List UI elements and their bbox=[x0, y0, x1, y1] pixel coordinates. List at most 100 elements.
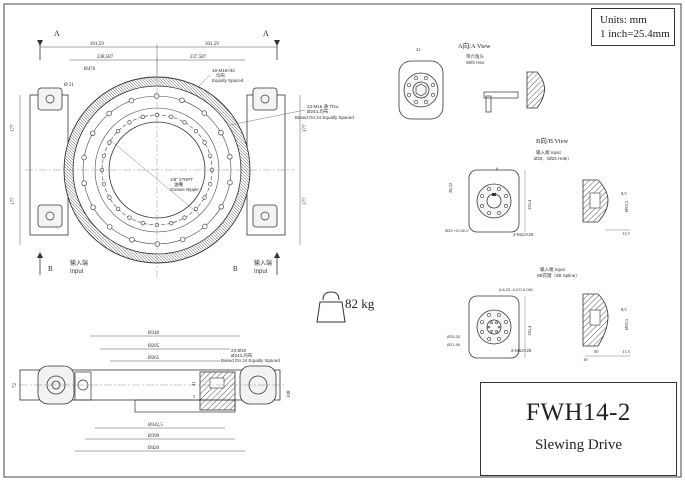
b-view-section-bore bbox=[589, 192, 601, 209]
section-a-left-label: A bbox=[54, 29, 60, 38]
bolt-hole bbox=[106, 110, 112, 117]
title-block: FWH14-2 Slewing Drive bbox=[480, 382, 677, 476]
input-right-cn: 输入端 bbox=[254, 259, 272, 267]
units-box: Units: mm 1 inch=25.4mm bbox=[591, 8, 675, 46]
bolt-hole bbox=[129, 237, 135, 243]
bolt-hole bbox=[128, 97, 135, 104]
a-view-bolt-holes bbox=[407, 76, 435, 104]
bolt-hole bbox=[106, 224, 113, 230]
b2-bolt-holes bbox=[480, 313, 508, 341]
bolt-hole bbox=[490, 321, 493, 325]
mount-hole bbox=[45, 211, 55, 221]
a-view-housing-section bbox=[526, 71, 545, 109]
hole-21-label: Ø 21 bbox=[64, 83, 74, 88]
side-d340: Ø340 bbox=[148, 331, 160, 336]
bolt-hole bbox=[487, 313, 491, 317]
a-view-hex-bore bbox=[412, 81, 430, 99]
model-number: FWH14-2 bbox=[526, 399, 631, 426]
a-view-label: A向/A View bbox=[458, 41, 491, 50]
front-view: A A 301,59 301,59 238,587 237,587 Ø476 Ø… bbox=[11, 29, 354, 280]
a-view-dim-22: 22 bbox=[416, 47, 421, 52]
bolt-hole bbox=[480, 330, 484, 334]
bolt-hole bbox=[414, 76, 418, 80]
side-d3425: Ø342,5 bbox=[148, 423, 163, 428]
mount-hole bbox=[45, 94, 55, 104]
bolt-hole bbox=[202, 195, 207, 200]
bolt-hole bbox=[193, 129, 198, 134]
side-holes-2: Ø243,均布 bbox=[231, 352, 253, 359]
b-view-bolt-holes bbox=[480, 187, 508, 215]
input-left-cn: 输入端 bbox=[70, 259, 88, 267]
b-view-dim-136: 136,4 bbox=[527, 199, 533, 210]
b-view-label: B向/B View bbox=[536, 136, 568, 145]
bolt-hole bbox=[107, 140, 112, 145]
leader-grease bbox=[109, 139, 201, 216]
section-b-left-arrow bbox=[37, 252, 43, 258]
a-view-body bbox=[403, 72, 439, 108]
bolt-holes bbox=[81, 93, 233, 247]
b2-dim-2159: Ø21,59 bbox=[447, 342, 461, 347]
side-d420: Ø420 bbox=[148, 446, 160, 451]
dim-177-c: 177 bbox=[303, 124, 308, 132]
bolt-hole bbox=[490, 329, 493, 333]
spline-icon bbox=[487, 321, 501, 333]
bolt-hole bbox=[89, 130, 96, 137]
bolt-hole bbox=[81, 154, 87, 161]
b2-dim-50: 50 bbox=[594, 349, 599, 354]
bolt-hole bbox=[431, 83, 435, 87]
b2-spline-spec: 6-6,25 -0.07/-0.081 bbox=[499, 287, 534, 292]
b2-dim-10: 10 bbox=[583, 357, 588, 362]
bolt-hole bbox=[208, 182, 213, 187]
input-right-en: Input bbox=[254, 269, 268, 275]
bolt-hole bbox=[127, 215, 132, 220]
side-d265: Ø265 bbox=[148, 356, 160, 361]
section-a-right-arrow bbox=[274, 40, 280, 46]
dim-177-d: 177 bbox=[303, 197, 308, 205]
weight-icon bbox=[316, 291, 346, 323]
product-name: Slewing Drive bbox=[534, 437, 623, 453]
side-worm-left-hub bbox=[74, 371, 92, 401]
bolt-hole bbox=[218, 130, 224, 136]
side-holes-3: Based On 24 Equally Spaced bbox=[221, 358, 280, 363]
bolt-hole bbox=[208, 153, 213, 158]
outer-frame bbox=[3, 3, 682, 478]
side-h72: 72 bbox=[13, 383, 18, 389]
housing-left-bottom-boss bbox=[37, 204, 63, 228]
bolt-hole bbox=[101, 182, 106, 187]
b-view-dim-925: Ø92,5 bbox=[624, 200, 630, 212]
bolt-hole bbox=[504, 329, 508, 334]
bolt-hole bbox=[90, 204, 96, 211]
side-ring-bolt bbox=[209, 377, 225, 389]
bolt-hole bbox=[169, 114, 174, 119]
bolt-hole bbox=[487, 325, 491, 329]
dim-left-width: 301,59 bbox=[90, 42, 104, 47]
bolt-hole bbox=[497, 211, 501, 215]
bolt-hole bbox=[423, 76, 428, 80]
grease-line2: 油嘴 bbox=[174, 181, 183, 188]
leader-top-holes bbox=[196, 74, 211, 89]
a-view-flange bbox=[398, 60, 444, 120]
bolt-hole bbox=[431, 93, 435, 97]
input-left-en: Input bbox=[70, 269, 84, 275]
a-view: A向/A View 带六角头 With Hex 22 bbox=[398, 41, 545, 120]
bolt-hole bbox=[227, 179, 233, 186]
dim-177-a: 177 bbox=[11, 124, 16, 132]
dia-476-label: Ø476 bbox=[84, 67, 96, 72]
b-view: B向/B View 输入端 Input Ø25,（Ø25 Hole） 8 28,… bbox=[445, 136, 630, 237]
bolt-hole bbox=[179, 97, 185, 104]
bolt-hole bbox=[227, 154, 233, 160]
b-view-input: 输入端 Input bbox=[536, 149, 562, 156]
bolt-hole bbox=[154, 93, 160, 99]
bolt-hole bbox=[218, 204, 225, 210]
b-view-dim-thread: 2-M12×26 bbox=[513, 232, 534, 237]
side-h108: 108 bbox=[287, 390, 292, 398]
bolt-hole bbox=[182, 120, 187, 125]
side-view: Ø340 Ø295 Ø265 23-Ø18 Ø243,均布 Based On 2… bbox=[13, 331, 292, 452]
bolt-hole bbox=[202, 223, 208, 230]
bolt-hole bbox=[480, 204, 484, 208]
b2-dim-thread: 2-M12×26 bbox=[511, 348, 532, 353]
bolt-hole bbox=[115, 129, 121, 134]
side-d295: Ø295 bbox=[148, 344, 160, 349]
